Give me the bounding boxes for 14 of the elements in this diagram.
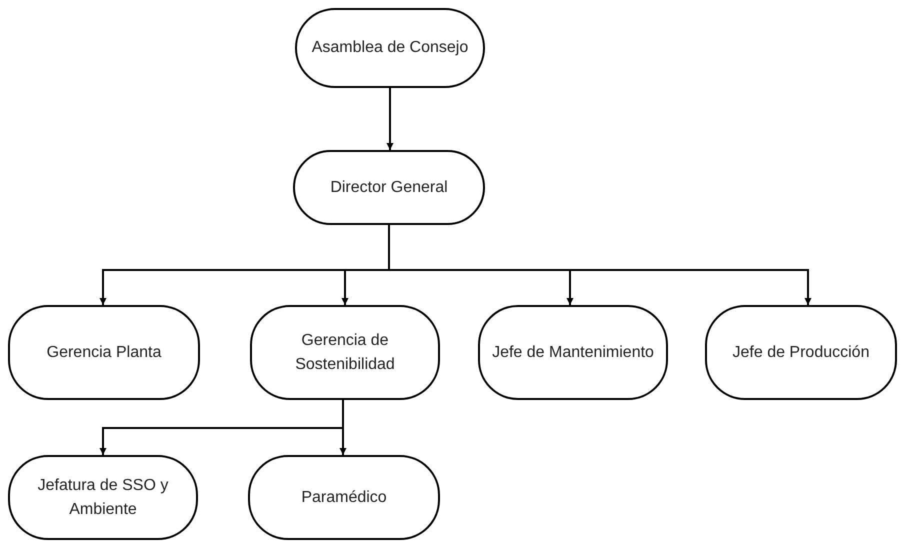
arrow <box>340 400 346 455</box>
arrow <box>386 88 394 150</box>
box-label: Paramédico <box>301 488 387 508</box>
rounded-box <box>705 305 897 400</box>
box-label: Gerencia Planta <box>46 342 162 362</box>
rounded-box <box>478 305 668 400</box>
rounded-box <box>8 305 200 400</box>
box-label: Jefe de Mantenimiento <box>492 342 654 362</box>
rounded-box <box>250 305 440 400</box>
box-label: Asamblea de Consejo <box>312 38 468 58</box>
box-label: Director General <box>330 178 448 198</box>
box-label: Jefe de Producción <box>732 342 870 362</box>
box-label: Jefatura de SSO y Ambiente <box>36 476 170 520</box>
box-label: Gerencia de Sostenibilidad <box>294 330 396 374</box>
